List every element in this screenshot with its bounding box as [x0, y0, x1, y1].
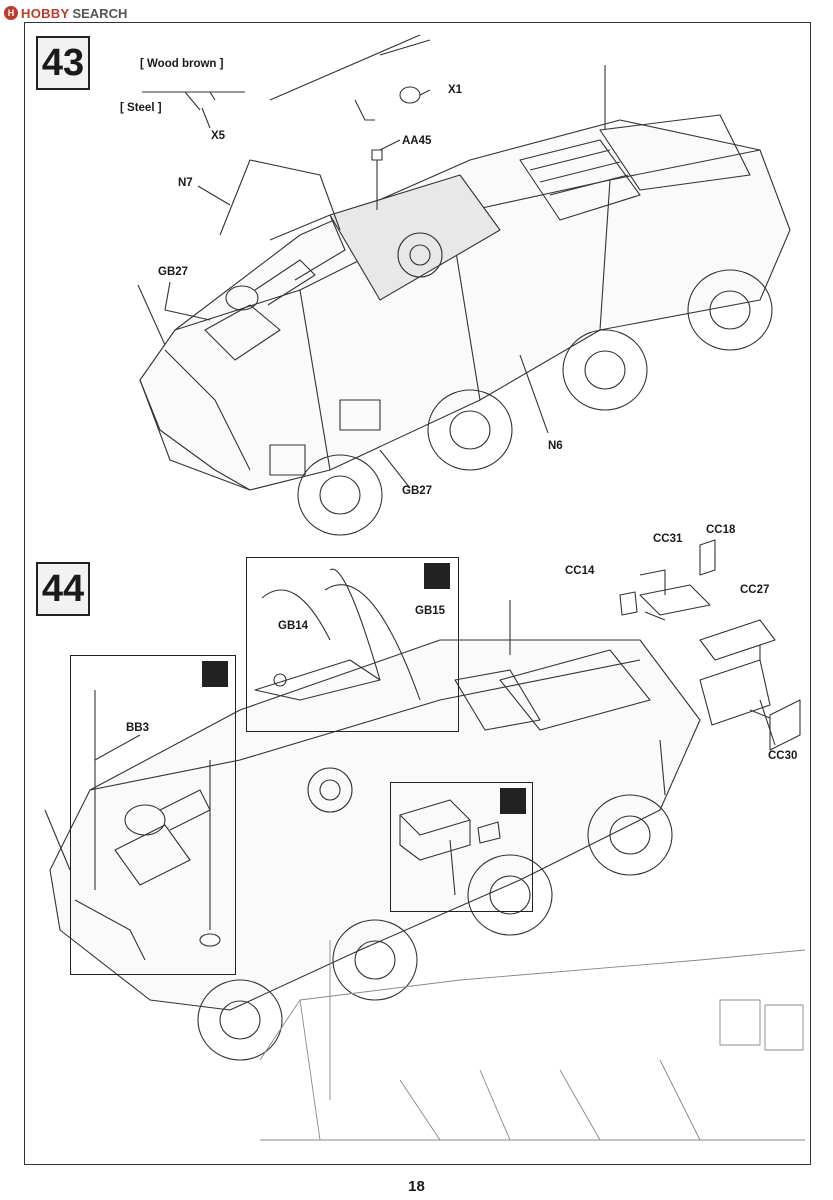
step-44-number: 44 [36, 562, 90, 616]
label-cc31: CC31 [653, 533, 683, 545]
vehicle-step43 [137, 34, 791, 536]
label-cc30: CC30 [768, 750, 798, 762]
label-x1: X1 [448, 84, 463, 96]
label-n7: N7 [178, 177, 193, 189]
inset-gb14-gb15 [246, 557, 459, 732]
zoom-arrow-icon [500, 788, 526, 814]
label-x5: X5 [211, 130, 226, 142]
step-43-number: 43 [36, 36, 90, 90]
label-cc27: CC27 [740, 584, 770, 596]
hobbysearch-watermark: H HOBBY SEARCH [4, 4, 127, 22]
page-frame [24, 22, 811, 1165]
inset-bb3 [70, 655, 236, 975]
label-cc14: CC14 [565, 565, 595, 577]
zoom-arrow-icon [202, 661, 228, 687]
watermark-suffix: SEARCH [72, 5, 128, 21]
label-gb27-top: GB27 [158, 266, 189, 278]
label-cc18: CC18 [706, 524, 736, 536]
label-n6: N6 [548, 440, 563, 452]
watermark-logo-icon: H [4, 6, 18, 20]
label-gb27-bottom: GB27 [402, 485, 433, 497]
zoom-arrow-icon [424, 563, 450, 589]
label-wood-brown: [ Wood brown ] [140, 58, 224, 70]
label-gb14: GB14 [278, 620, 309, 632]
watermark-brand: HOBBY [21, 5, 70, 21]
page-number: 18 [408, 1178, 425, 1195]
inset-art [94, 568, 501, 947]
label-steel: [ Steel ] [120, 102, 162, 114]
label-gb15: GB15 [415, 605, 446, 617]
label-bb3: BB3 [126, 722, 150, 734]
inset-box [390, 782, 533, 912]
vehicle-step44 [44, 539, 806, 1141]
label-aa45: AA45 [402, 135, 432, 147]
